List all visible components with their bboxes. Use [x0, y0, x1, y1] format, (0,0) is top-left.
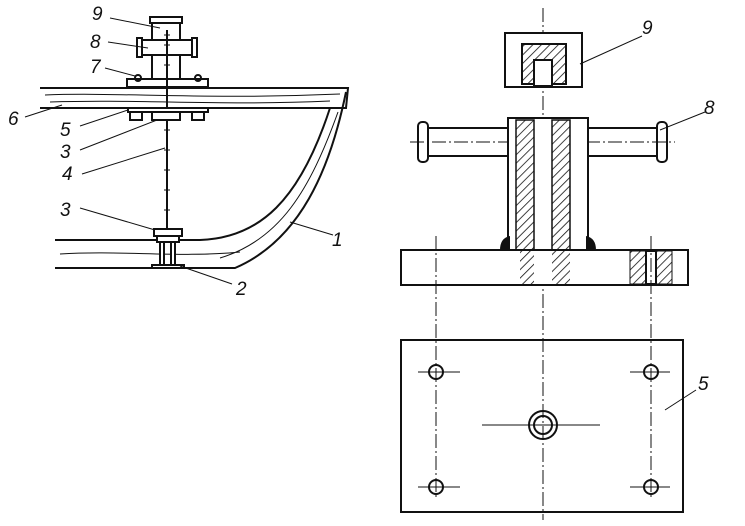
label-4: 4	[62, 164, 73, 185]
label-7: 7	[90, 57, 102, 78]
label-5: 5	[60, 120, 71, 141]
label-1: 1	[332, 230, 343, 251]
baseplate-plan	[400, 339, 684, 513]
lower-plank	[55, 107, 331, 241]
label-9: 9	[92, 4, 103, 25]
knee	[55, 91, 347, 269]
side-view-assembly: 9 8 7 6 5 3 4 3 2 1	[8, 4, 350, 300]
label-8-detail: 8	[704, 98, 715, 119]
label-3-lower: 3	[60, 200, 71, 221]
label-5-detail: 5	[698, 374, 709, 395]
label-8: 8	[90, 32, 101, 53]
detail-views: 9 8 5	[400, 8, 715, 520]
label-3-upper: 3	[60, 142, 71, 163]
label-2: 2	[235, 279, 247, 300]
label-6: 6	[8, 109, 19, 130]
deck-plank	[40, 87, 350, 109]
cap	[149, 16, 183, 24]
label-9-detail: 9	[642, 18, 653, 39]
